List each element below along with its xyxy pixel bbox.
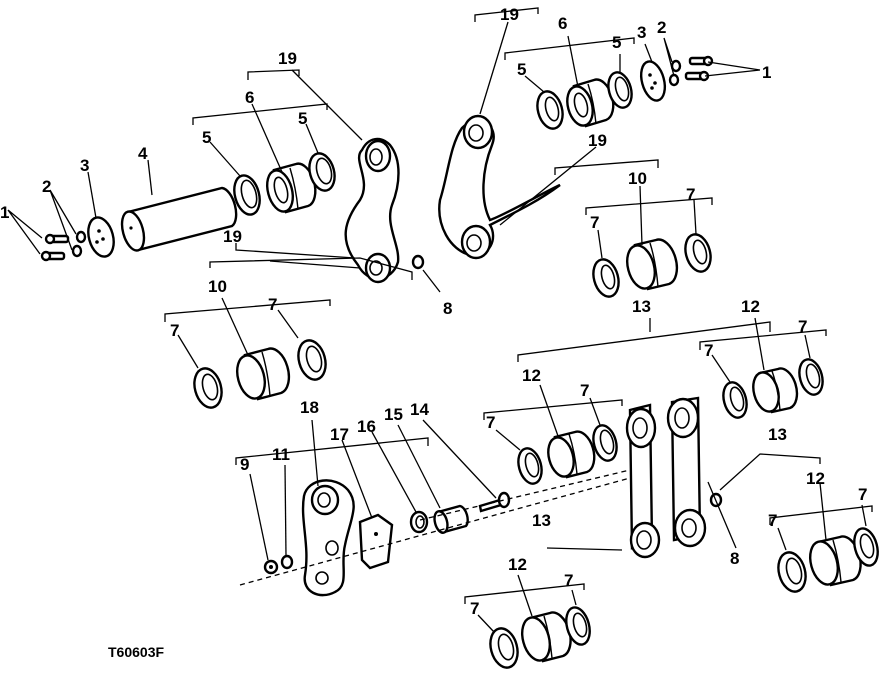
bell-crank-part [301, 479, 355, 597]
leader-lines [7, 7, 873, 633]
upper-left-pin-assembly [40, 137, 425, 409]
callout-7: 7 [470, 599, 479, 618]
callout-19: 19 [223, 227, 242, 246]
bushing-assembly-part [517, 424, 618, 485]
callout-7: 7 [768, 511, 777, 530]
callout-4: 4 [138, 144, 148, 163]
callout-5: 5 [298, 109, 307, 128]
callout-7: 7 [798, 317, 807, 336]
lower-linkage-assembly [263, 358, 879, 669]
callout-11: 11 [272, 445, 290, 464]
callout-3: 3 [637, 23, 646, 42]
callout-7: 7 [564, 571, 573, 590]
callout-7: 7 [580, 381, 589, 400]
washer-set-part [592, 233, 712, 298]
bracket-part [358, 513, 394, 570]
callout-6: 6 [245, 88, 254, 107]
retainer-plate-part [639, 60, 667, 102]
callout-13: 13 [632, 297, 651, 316]
bushing-part [265, 162, 317, 214]
callout-7: 7 [170, 321, 179, 340]
callout-2: 2 [42, 177, 51, 196]
upper-right-pin-assembly [438, 55, 714, 298]
callout-5: 5 [202, 128, 211, 147]
callout-13: 13 [532, 511, 551, 530]
callout-8: 8 [730, 549, 739, 568]
callout-12: 12 [508, 555, 527, 574]
seal-part [308, 152, 336, 192]
lock-washer-part [71, 230, 87, 258]
callout-19: 19 [500, 5, 519, 24]
callout-12: 12 [806, 469, 825, 488]
callout-17: 17 [330, 425, 349, 444]
callout-19: 19 [278, 49, 297, 68]
retainer-plate-part [87, 216, 115, 258]
callout-13: 13 [768, 425, 787, 444]
lock-washer-part [280, 554, 294, 570]
callout-7: 7 [686, 185, 695, 204]
callout-9: 9 [240, 455, 249, 474]
callout-7: 7 [486, 413, 495, 432]
sleeve-part [433, 504, 469, 534]
connecting-link-part [438, 114, 561, 260]
callout-8: 8 [443, 299, 452, 318]
callout-1: 1 [0, 203, 9, 222]
callout-6: 6 [558, 14, 567, 33]
callout-5: 5 [612, 33, 621, 52]
callout-19: 19 [588, 131, 607, 150]
bushing-part [566, 78, 615, 128]
seal-part [536, 90, 564, 130]
nut-part [263, 559, 279, 575]
callout-15: 15 [384, 405, 403, 424]
callout-18: 18 [300, 398, 319, 417]
connecting-link-part [344, 137, 400, 284]
callout-14: 14 [410, 400, 429, 419]
callout-12: 12 [522, 366, 541, 385]
clamp-part [409, 510, 429, 534]
seal-part [233, 174, 261, 216]
callout-7: 7 [268, 295, 277, 314]
callout-labels: 1 2 3 4 5 6 5 19 19 8 10 7 7 19 6 5 5 3 … [0, 5, 867, 618]
seal-part [607, 71, 633, 109]
callout-1: 1 [762, 63, 771, 82]
pin-part [120, 186, 238, 252]
callout-12: 12 [741, 297, 760, 316]
callout-7: 7 [858, 485, 867, 504]
washer-set-part [193, 339, 327, 409]
callout-10: 10 [208, 277, 227, 296]
callout-2: 2 [657, 18, 666, 37]
callout-16: 16 [357, 417, 376, 436]
cap-screw-part [684, 55, 714, 82]
callout-7: 7 [590, 213, 599, 232]
callout-10: 10 [628, 169, 647, 188]
callout-5: 5 [517, 60, 526, 79]
cap-screw-part [40, 233, 70, 262]
bushing-assembly-part [489, 606, 591, 669]
callout-3: 3 [80, 156, 89, 175]
link-assembly-part [625, 396, 707, 559]
bushing-assembly-part [777, 527, 879, 593]
grease-fitting-part [411, 254, 425, 270]
figure-reference-code: T60603F [108, 644, 164, 660]
bushing-assembly-part [722, 358, 824, 419]
callout-7: 7 [704, 341, 713, 360]
